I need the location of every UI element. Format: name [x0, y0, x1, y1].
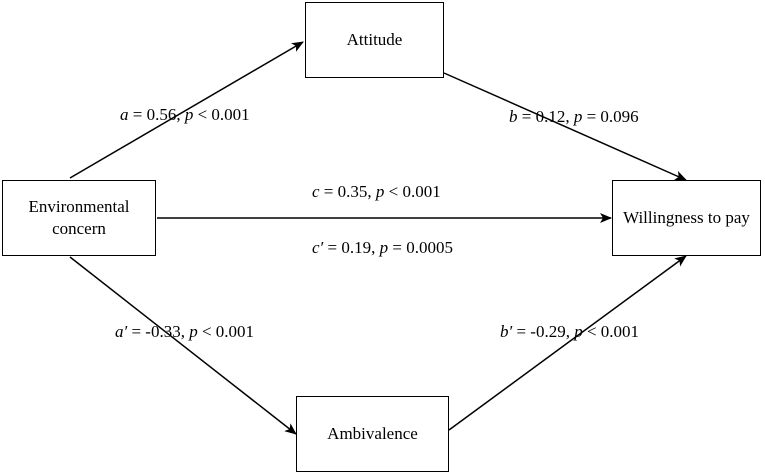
- arrow-ambivalence-to-wtp: [448, 255, 687, 431]
- node-willingness-to-pay: Willingness to pay: [612, 180, 761, 256]
- path-c-prime-p-value: = 0.0005: [388, 238, 453, 257]
- path-label-c: c = 0.35, p < 0.001: [312, 182, 441, 202]
- path-label-a-prime: a′ = -0.33, p < 0.001: [115, 322, 254, 342]
- path-a-p-value: < 0.001: [193, 105, 250, 124]
- path-label-c-prime: c′ = 0.19, p = 0.0005: [312, 238, 453, 258]
- path-a-prime-p-symbol: p: [189, 322, 198, 341]
- path-a-prime-coef: = -0.33,: [127, 322, 190, 341]
- path-b-prime-coef: = -0.29,: [512, 322, 575, 341]
- path-c-symbol: c: [312, 182, 320, 201]
- path-c-prime-symbol: c′: [312, 238, 324, 257]
- node-attitude-label: Attitude: [346, 30, 403, 49]
- path-a-coef: = 0.56,: [128, 105, 185, 124]
- node-willingness-to-pay-label: Willingness to pay: [623, 208, 750, 227]
- path-a-prime-p-value: < 0.001: [197, 322, 255, 341]
- path-label-b-prime: b′ = -0.29, p < 0.001: [500, 322, 639, 342]
- path-b-prime-symbol: b′: [500, 322, 513, 341]
- path-b-prime-p-symbol: p: [574, 322, 583, 341]
- arrow-env-to-attitude: [69, 41, 304, 179]
- path-a-prime-symbol: a′: [115, 322, 128, 341]
- path-c-coef: = 0.35,: [319, 182, 376, 201]
- path-b-p-value: = 0.096: [582, 107, 639, 126]
- path-a-symbol: a: [120, 105, 129, 124]
- path-label-b: b = 0.12, p = 0.096: [509, 107, 639, 127]
- path-c-prime-p-symbol: p: [379, 238, 389, 257]
- arrow-attitude-to-wtp: [443, 72, 687, 181]
- node-ambivalence: Ambivalence: [296, 396, 449, 472]
- path-b-prime-p-value: < 0.001: [582, 322, 640, 341]
- path-label-a: a = 0.56, p < 0.001: [120, 105, 250, 125]
- path-c-p-value: < 0.001: [384, 182, 441, 201]
- path-b-coef: = 0.12,: [517, 107, 574, 126]
- path-c-prime-coef: = 0.19,: [323, 238, 380, 257]
- node-attitude: Attitude: [305, 2, 444, 78]
- node-environmental-concern: Environmental concern: [2, 180, 156, 256]
- node-environmental-concern-line1: Environmental: [28, 197, 130, 216]
- path-b-p-symbol: p: [573, 107, 583, 126]
- path-b-symbol: b: [509, 107, 518, 126]
- arrow-env-to-ambivalence: [69, 256, 297, 435]
- path-c-p-symbol: p: [375, 182, 385, 201]
- node-environmental-concern-line2: concern: [52, 219, 106, 238]
- node-ambivalence-label: Ambivalence: [327, 424, 418, 443]
- path-a-p-symbol: p: [184, 105, 194, 124]
